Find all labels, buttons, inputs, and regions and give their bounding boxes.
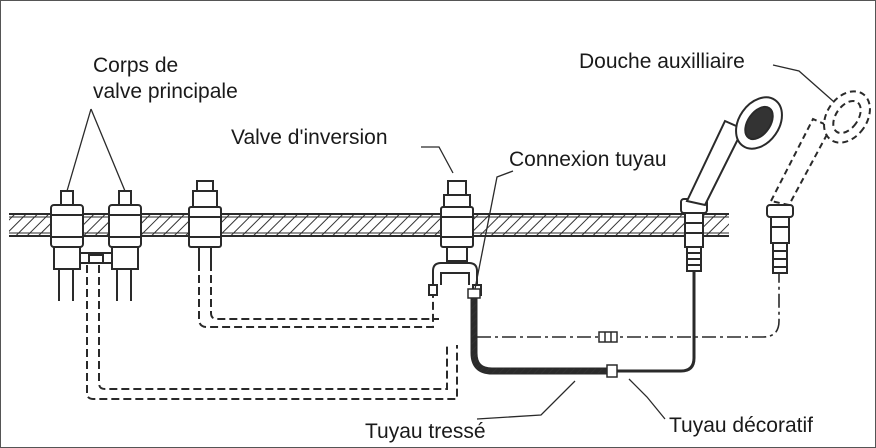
main-valve-body-right xyxy=(108,190,142,301)
label-auxiliary-shower: Douche auxilliaire xyxy=(579,50,745,73)
label-braided-hose: Tuyau tressé xyxy=(365,420,486,443)
auxiliary-shower-phantom xyxy=(769,90,871,207)
leader-lines xyxy=(66,64,834,420)
auxiliary-shower-holder xyxy=(766,204,794,274)
inline-connector xyxy=(598,331,618,343)
spout-fitting xyxy=(188,180,222,263)
valve-crossover xyxy=(80,252,112,264)
supply-lines-dashed xyxy=(86,263,458,400)
label-main-valve-body-line1: Corps de xyxy=(93,54,179,77)
decorative-hose xyxy=(617,271,696,373)
label-main-valve-body-line2: valve principale xyxy=(93,80,238,103)
label-main-valve-body: Corps de valve principale xyxy=(93,53,238,105)
hand-shower xyxy=(685,96,783,207)
braided-hose xyxy=(470,297,611,375)
diverter-valve xyxy=(428,180,482,296)
label-decorative-hose: Tuyau décoratif xyxy=(669,414,813,437)
label-hose-connection: Connexion tuyau xyxy=(509,148,667,171)
label-diverter-valve: Valve d'inversion xyxy=(231,126,388,149)
auxiliary-routing-line xyxy=(477,273,780,338)
shower-holder xyxy=(680,198,708,272)
main-valve-body-left xyxy=(50,190,84,301)
hose-coupling xyxy=(467,288,618,378)
